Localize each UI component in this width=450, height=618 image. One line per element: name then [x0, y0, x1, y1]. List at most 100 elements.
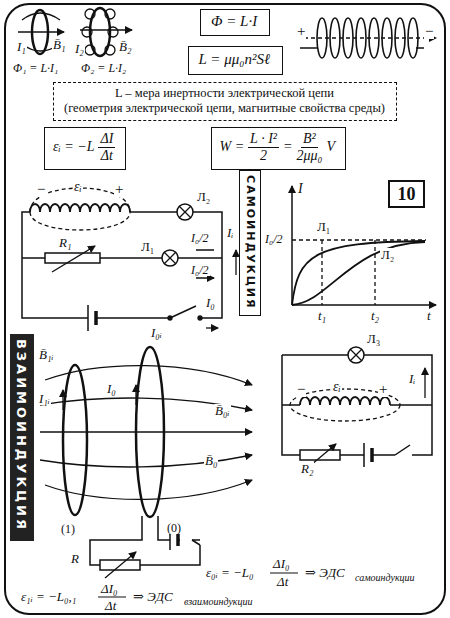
- label: t: [426, 309, 432, 322]
- fraction-bar: [98, 573, 298, 597]
- node-text: L · I²: [248, 131, 279, 148]
- label: −: [296, 382, 306, 397]
- label: Δt: [276, 575, 289, 588]
- label: I₀: [106, 382, 117, 395]
- label: εᵢ: [73, 180, 83, 194]
- node-content: W =L · I²2=B²2μμ₀V: [220, 131, 335, 164]
- label: Л₂: [380, 248, 395, 261]
- axis: [292, 304, 436, 306]
- formula-box: Φ = L·I: [200, 9, 270, 36]
- label: ε₁ᵢ = −L₀,₁: [20, 590, 77, 603]
- label: I: [297, 182, 304, 196]
- node-content: L = μμ₀n²Sℓ: [199, 51, 271, 68]
- field-line: [22, 13, 60, 20]
- node-content: 10: [398, 184, 416, 205]
- label: −: [36, 182, 46, 197]
- switch-lever: [170, 306, 196, 318]
- rheostat-arrow: [105, 552, 136, 578]
- node-text: 2μμ₀: [296, 148, 322, 164]
- label: t₂: [370, 309, 380, 322]
- label: Φ₁ = L·I₁: [12, 62, 59, 74]
- coil: [300, 397, 390, 405]
- label: (1): [60, 523, 76, 535]
- label: +: [296, 24, 306, 39]
- field-line: [40, 431, 252, 432]
- label: I₀: [205, 296, 216, 309]
- field-line: [304, 37, 436, 38]
- coil-1: [63, 365, 87, 515]
- formula-box: εᵢ = −LΔIΔt: [44, 127, 126, 170]
- lamp-cross: [164, 252, 176, 264]
- label: Φ₂ = L·I₂: [80, 62, 127, 74]
- label: ΔI₀: [272, 557, 290, 570]
- label: R: [70, 552, 80, 565]
- label: ⇒ ЭДС: [132, 590, 174, 603]
- section-band: ВЗАИМОИНДУКЦИЯ: [10, 334, 34, 541]
- label: I₁ᵢ: [38, 392, 51, 405]
- fraction: B²2μμ₀: [296, 131, 322, 164]
- drawing: [18, 8, 436, 597]
- label: Л₂: [196, 190, 211, 203]
- node-text: W =: [220, 139, 245, 155]
- current-arrow: [135, 385, 136, 405]
- wire: [282, 355, 432, 455]
- label: Л₁: [140, 240, 155, 253]
- node-text: Φ = L·I: [211, 13, 257, 30]
- field-loop: [108, 27, 118, 37]
- lamp-symbol: [348, 347, 364, 363]
- guide-line: [292, 240, 426, 305]
- label: εᵢ: [332, 380, 342, 394]
- label: I₀ᵢ: [150, 326, 163, 339]
- coil-0: [136, 347, 164, 517]
- fraction: L · I²2: [248, 131, 279, 164]
- field-line: [80, 29, 132, 30]
- node-content: Φ = L·I: [211, 13, 257, 30]
- node-text: B²: [301, 131, 318, 148]
- section-band: САМОИНДУКЦИЯ: [239, 170, 261, 316]
- resistor-symbol: [45, 253, 100, 263]
- label: B̄₁ᵢ: [38, 348, 55, 361]
- field-loops: [82, 9, 118, 55]
- label: B̄₁: [52, 38, 66, 51]
- label: (0): [166, 522, 182, 534]
- label: I₀/2: [190, 264, 210, 276]
- loop-2: [90, 8, 110, 56]
- label: B̄₀ᵢ: [214, 404, 231, 417]
- node-text: V: [326, 139, 335, 155]
- label: +: [378, 382, 388, 397]
- label: −: [424, 24, 434, 39]
- formula-box: L = μμ₀n²Sℓ: [188, 46, 283, 75]
- node-content: L – мера инертности электрической цепи(г…: [64, 86, 385, 116]
- battery-plate: [370, 448, 374, 462]
- note-box: L – мера инертности электрической цепи(г…: [53, 82, 397, 121]
- switch-contact: [198, 316, 202, 320]
- label: ΔI₀: [100, 582, 118, 595]
- rheostat-arrow: [52, 246, 95, 272]
- node-content: ВЗАИМОИНДУКЦИЯ: [13, 339, 28, 532]
- label: I₂: [74, 42, 85, 55]
- field-line: [45, 480, 252, 499]
- label: t₁: [317, 309, 327, 322]
- lamp-cross: [179, 206, 191, 218]
- label: Iᵢ: [408, 372, 416, 385]
- label: Л₁: [316, 220, 331, 233]
- lead-wire: [300, 47, 424, 49]
- switch-lever: [192, 540, 200, 545]
- node-text: ΔI: [98, 131, 115, 148]
- label: B̄₀: [204, 454, 218, 467]
- coil: [30, 204, 130, 212]
- node-text: 10: [398, 184, 416, 205]
- lamp-symbol: [177, 204, 193, 220]
- fraction: ΔIΔt: [98, 131, 115, 164]
- node-text: =: [283, 139, 292, 155]
- label: +: [114, 182, 124, 197]
- field-loop: [85, 9, 95, 19]
- label: ⇒ ЭДС: [304, 566, 346, 579]
- node-text: Δt: [101, 148, 113, 164]
- field-line: [40, 455, 252, 467]
- node-text: САМОИНДУКЦИЯ: [243, 175, 256, 309]
- current-arrow: [424, 368, 425, 398]
- formula-box: W =L · I²2=B²2μμ₀V: [211, 127, 346, 170]
- page-frame: [5, 4, 445, 614]
- label: I₀/2: [190, 232, 210, 244]
